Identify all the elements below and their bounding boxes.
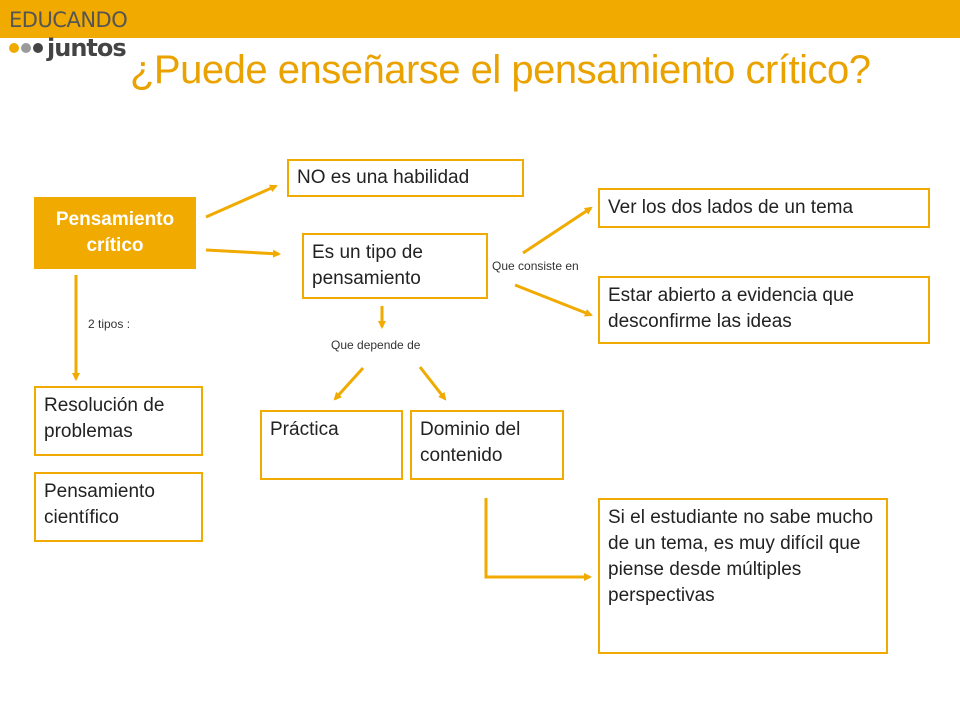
- arrow-to-estudiante: [484, 498, 592, 581]
- arrow-to-practica: [333, 366, 365, 401]
- top-bar: [0, 0, 960, 38]
- edge-label-dos-tipos: 2 tipos :: [88, 317, 131, 331]
- arrow-to-tipo-pensamiento: [205, 248, 281, 258]
- logo-dot-gray: [21, 43, 31, 53]
- node-cientifico: Pensamiento científico: [34, 472, 203, 542]
- logo-line2: juntos: [9, 32, 127, 64]
- node-practica: Práctica: [260, 410, 403, 480]
- node-abierto-evidencia: Estar abierto a evidencia que desconfirm…: [598, 276, 930, 344]
- edge-label-depende: Que depende de: [331, 338, 421, 352]
- logo-line2-text: juntos: [47, 34, 127, 62]
- logo-line1: EDUCANDO: [9, 8, 128, 32]
- arrow-to-ver-lados: [522, 206, 593, 255]
- node-estudiante: Si el estudiante no sabe mucho de un tem…: [598, 498, 888, 654]
- node-ver-lados: Ver los dos lados de un tema: [598, 188, 930, 228]
- arrow-to-no-habilidad: [205, 184, 278, 219]
- edge-label-consiste: Que consiste en: [492, 259, 579, 273]
- node-tipo-pensamiento: Es un tipo de pensamiento: [302, 233, 488, 299]
- page-title: ¿Puede enseñarse el pensamiento crítico?: [130, 48, 871, 92]
- node-resolucion: Resolución de problemas: [34, 386, 203, 456]
- logo-dot-yellow: [9, 43, 19, 53]
- node-pensamiento-critico: Pensamiento crítico: [34, 197, 196, 269]
- educando-juntos-logo: EDUCANDO juntos: [9, 8, 129, 64]
- arrow-to-abierto: [514, 283, 593, 317]
- arrow-to-dominio: [418, 366, 447, 401]
- node-no-habilidad: NO es una habilidad: [287, 159, 524, 197]
- logo-dot-dark: [33, 43, 43, 53]
- node-dominio: Dominio del contenido: [410, 410, 564, 480]
